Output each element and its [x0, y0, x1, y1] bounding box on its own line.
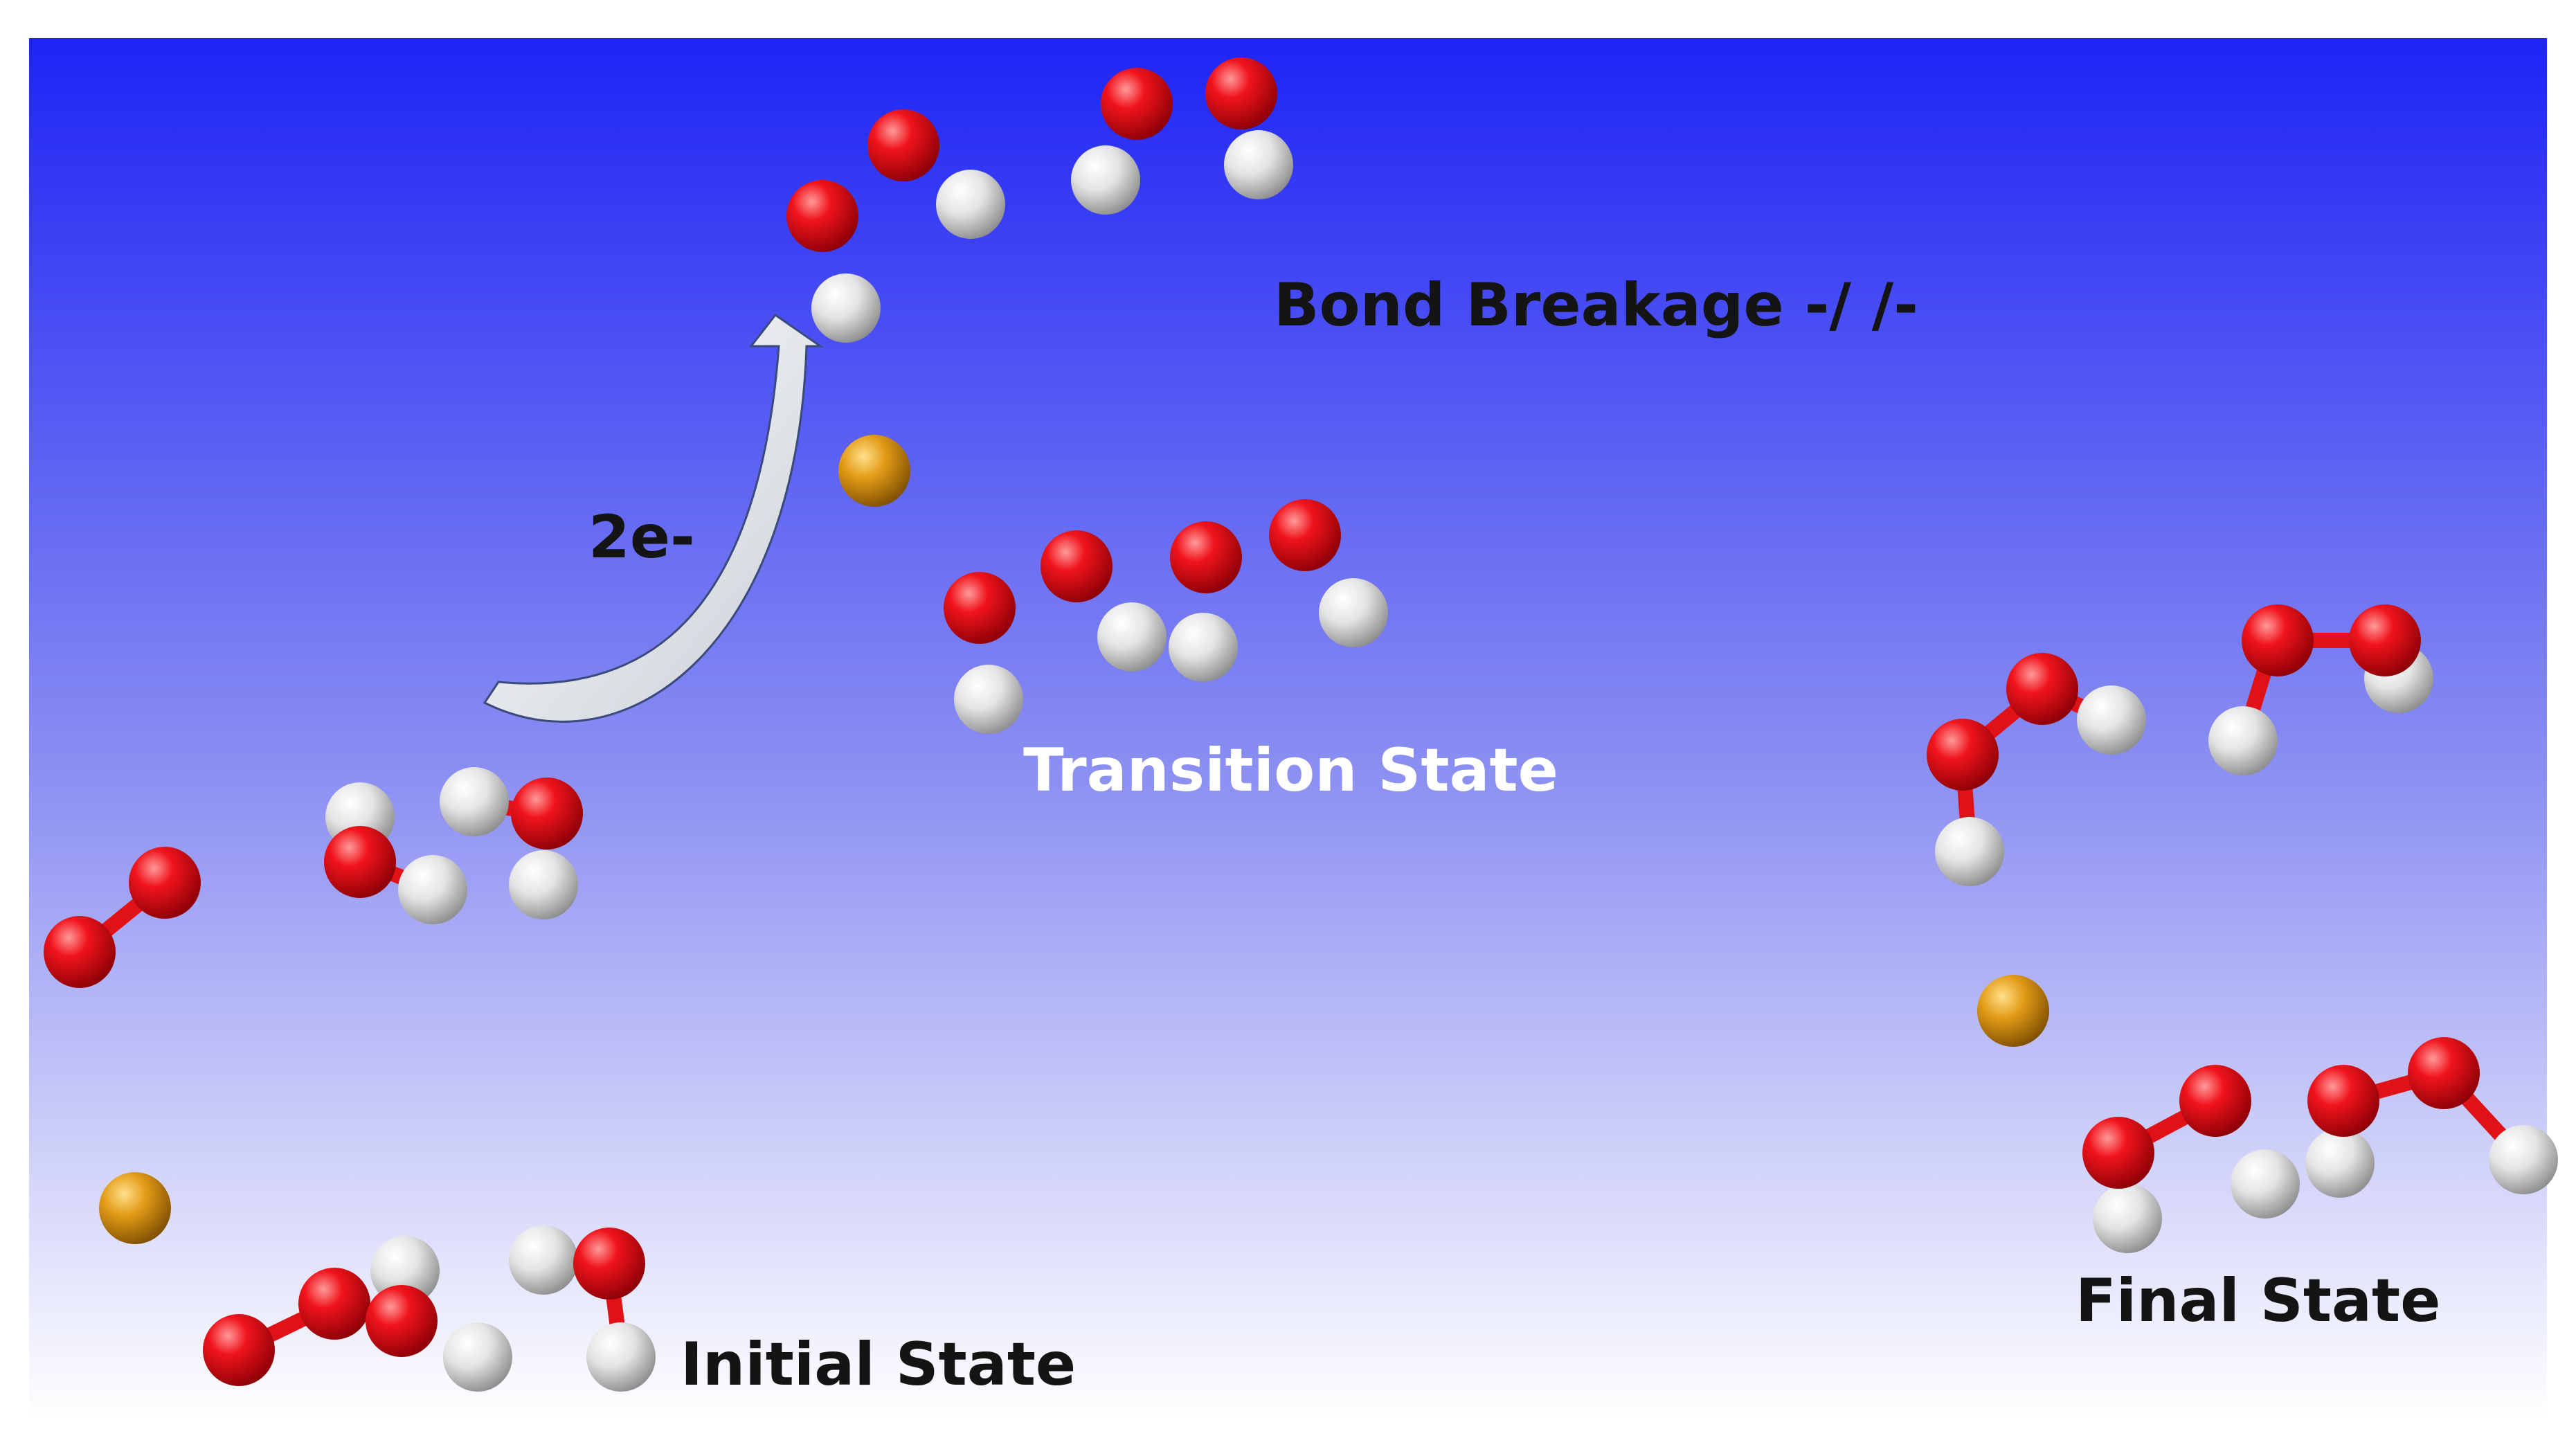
oxygen-atom: [2307, 1065, 2379, 1137]
oxygen-atom: [44, 916, 116, 988]
hydrogen-atom: [1319, 578, 1388, 647]
atoms-layer: [44, 57, 2558, 1392]
initial-state-label: Initial State: [681, 1330, 1076, 1399]
hydrogen-atom: [1935, 817, 2004, 886]
hydrogen-atom: [2093, 1184, 2162, 1253]
oxygen-atom: [511, 778, 583, 850]
oxygen-atom: [203, 1314, 275, 1386]
hydrogen-atom: [509, 850, 578, 919]
oxygen-atom: [129, 847, 201, 919]
metal-ion-atom: [99, 1172, 171, 1244]
hydrogen-atom: [398, 855, 467, 924]
oxygen-atom: [2082, 1117, 2154, 1189]
oxygen-atom: [867, 109, 939, 181]
oxygen-atom: [298, 1268, 370, 1340]
oxygen-atom: [1205, 57, 1277, 129]
metal-ion-atom: [1977, 975, 2049, 1047]
hydrogen-atom: [2305, 1129, 2375, 1198]
hydrogen-atom: [1097, 602, 1167, 672]
metal-ion-atom: [838, 435, 910, 507]
oxygen-atom: [324, 826, 396, 898]
hydrogen-atom: [586, 1322, 656, 1392]
oxygen-atom: [2349, 604, 2421, 676]
oxygen-atom: [944, 572, 1016, 644]
hydrogen-atom: [1071, 145, 1140, 215]
gradient-background: [29, 38, 2547, 1419]
oxygen-atom: [1041, 530, 1113, 602]
bond-breakage-label: Bond Breakage -/ /-: [1274, 271, 1918, 340]
hydrogen-atom: [2077, 685, 2146, 755]
hydrogen-atom: [1224, 130, 1293, 199]
oxygen-atom: [786, 180, 858, 252]
oxygen-atom: [2408, 1037, 2480, 1109]
hydrogen-atom: [443, 1322, 512, 1392]
hydrogen-atom: [2489, 1125, 2558, 1194]
hydrogen-atom: [954, 665, 1023, 734]
hydrogen-atom: [2231, 1149, 2300, 1219]
hydrogen-atom: [936, 170, 1005, 239]
oxygen-atom: [1269, 499, 1341, 571]
electron-transfer-arrow: [483, 313, 824, 723]
hydrogen-atom: [2208, 706, 2278, 775]
hydrogen-atom: [811, 273, 881, 343]
hydrogen-atom: [1169, 613, 1238, 682]
transition-state-label: Transition State: [1023, 736, 1558, 805]
hydrogen-atom: [440, 767, 509, 836]
oxygen-atom: [2179, 1065, 2251, 1137]
electrons-label: 2e-: [588, 503, 695, 572]
oxygen-atom: [2242, 604, 2314, 676]
oxygen-atom: [1101, 68, 1173, 140]
oxygen-atom: [366, 1285, 438, 1357]
hydrogen-atom: [509, 1225, 578, 1295]
oxygen-atom: [1170, 521, 1242, 593]
oxygen-atom: [573, 1228, 645, 1300]
oxygen-atom: [1927, 719, 1999, 791]
final-state-label: Final State: [2075, 1266, 2440, 1336]
oxygen-atom: [2006, 653, 2078, 725]
